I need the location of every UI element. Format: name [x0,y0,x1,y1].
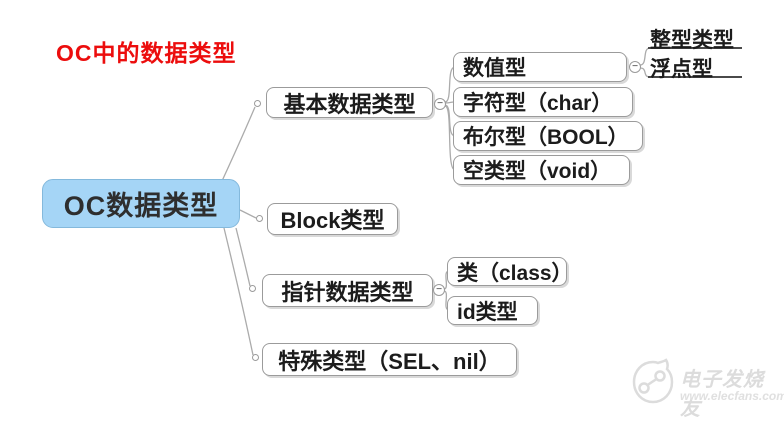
node-id-type[interactable]: id类型 [447,296,538,325]
node-bool-type[interactable]: 布尔型（BOOL） [453,121,643,151]
elecfans-logo-icon [632,358,674,404]
node-integer-type[interactable]: 整型类型 [648,24,742,52]
node-basic-data-types[interactable]: 基本数据类型 [266,87,433,118]
collapse-toggle-icon[interactable]: − [433,284,445,296]
node-numeric-type[interactable]: 数值型 [453,52,627,82]
watermark: 电子发烧友 www.elecfans.com [630,354,784,420]
branch-endpoint-dot [256,215,263,222]
watermark-url-text: www.elecfans.com [680,389,784,403]
branch-endpoint-dot [252,354,259,361]
node-void-type[interactable]: 空类型（void） [453,155,630,185]
node-class-type[interactable]: 类（class） [447,257,573,286]
node-float-type[interactable]: 浮点型 [648,53,742,81]
node-block-type[interactable]: Block类型 [267,203,398,235]
watermark-brand-text: 电子发烧友 [680,369,764,420]
root-node-oc-data-types[interactable]: OC数据类型 [42,179,240,228]
collapse-toggle-icon[interactable]: − [629,61,641,73]
collapse-toggle-icon[interactable]: − [434,98,446,110]
node-pointer-data-types[interactable]: 指针数据类型 [262,274,433,307]
branch-endpoint-dot [254,100,261,107]
branch-endpoint-dot [249,285,256,292]
node-special-types[interactable]: 特殊类型（SEL、nil） [262,343,517,376]
node-char-type[interactable]: 字符型（char） [453,87,633,117]
page-title: OC中的数据类型 [56,40,237,66]
